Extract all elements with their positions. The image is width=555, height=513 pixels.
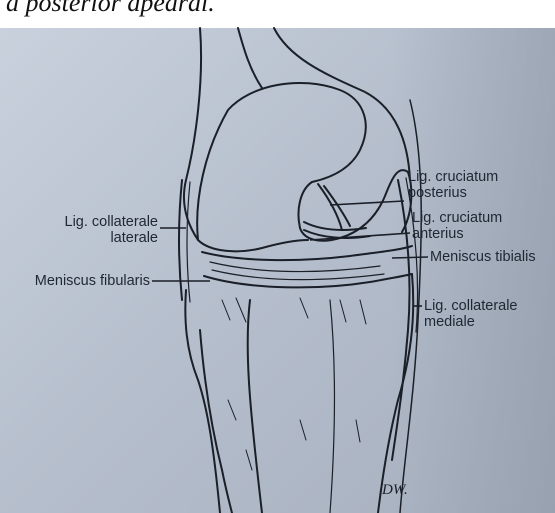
label-line: mediale: [424, 314, 554, 330]
tibia-left: [185, 290, 220, 513]
label-line: Lig. cruciatum: [412, 210, 552, 226]
label-lig-cruciatum-anterius: Lig. cruciatum anterius: [412, 210, 552, 242]
tibia-crest: [330, 300, 335, 513]
anterior-cruciate-2: [304, 222, 366, 230]
label-line: Lig. collaterale: [32, 214, 158, 230]
tibia-right: [378, 274, 413, 513]
label-meniscus-fibularis: Meniscus fibularis: [10, 273, 150, 289]
label-line: Lig. cruciatum: [408, 169, 548, 185]
condyle-notch: [299, 182, 341, 241]
leader-cruc-post: [330, 201, 404, 205]
lateral-collateral-ligament-2: [187, 182, 190, 302]
label-line: posterius: [408, 185, 548, 201]
leader-menisc-tib: [392, 257, 428, 258]
label-line: laterale: [32, 230, 158, 246]
femur-inner-line: [238, 28, 262, 88]
lateral-collateral-ligament: [179, 180, 182, 300]
label-lig-collaterale-laterale: Lig. collaterale laterale: [32, 214, 158, 246]
label-line: Meniscus fibularis: [10, 273, 150, 289]
label-line: anterius: [412, 226, 552, 242]
meniscus-stripe: [210, 262, 380, 272]
signature: DW.: [381, 482, 408, 498]
label-meniscus-tibialis: Meniscus tibialis: [430, 249, 555, 265]
femur-outline-right: [274, 28, 410, 180]
label-lig-collaterale-mediale: Lig. collaterale mediale: [424, 298, 554, 330]
tibia-inner: [248, 300, 262, 513]
lateral-condyle: [197, 83, 366, 240]
label-line: Lig. collaterale: [424, 298, 554, 314]
hatching: [222, 298, 366, 470]
label-line: Meniscus tibialis: [430, 249, 555, 265]
meniscus-lower: [204, 274, 412, 287]
meniscus-upper: [202, 246, 412, 260]
posterior-cruciate-2: [324, 186, 350, 226]
label-lig-cruciatum-posterius: Lig. cruciatum posterius: [408, 169, 548, 201]
fibula: [200, 330, 232, 513]
condyle-base: [198, 240, 308, 251]
